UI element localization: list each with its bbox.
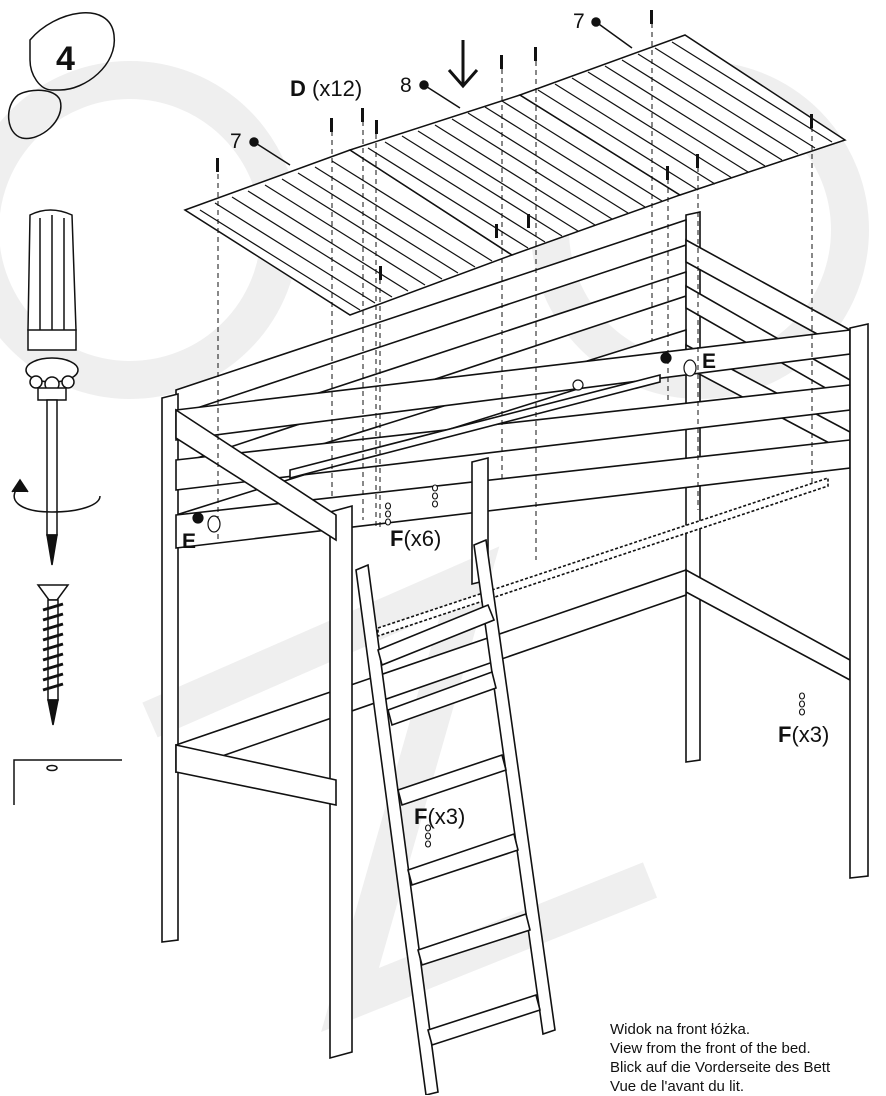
screw-icon: [36, 584, 70, 726]
slats: [199, 41, 833, 311]
fitting-f-markers: [384, 484, 806, 848]
label-f1-count: (x6): [403, 526, 442, 551]
bed-frame: [161, 211, 869, 1060]
label-f-x6: F(x6): [390, 526, 441, 552]
label-d-letter: D: [290, 76, 306, 101]
screw-markers: [216, 10, 813, 280]
label-slat-7-right: 7: [573, 10, 585, 33]
label-f1-letter: F: [390, 526, 404, 551]
label-e-left: E: [182, 530, 197, 553]
label-f3-letter: F: [414, 804, 428, 829]
label-d-count: (x12): [312, 76, 363, 101]
label-f-x3-right: F(x3): [778, 722, 829, 748]
caption-en: View from the front of the bed.: [610, 1040, 811, 1057]
caption-pl: Widok na front łóżka.: [610, 1021, 751, 1038]
label-slat-7-left: 7: [230, 130, 242, 153]
corner-hole-icon: [13, 759, 122, 805]
label-slat-8: 8: [400, 74, 412, 97]
rotation-arrow-icon: [11, 478, 101, 513]
step-number: 4: [56, 40, 75, 78]
label-f2-count: (x3): [791, 722, 830, 747]
label-f2-letter: F: [778, 722, 792, 747]
label-d: D (x12): [290, 76, 362, 102]
label-f-x3-ladder: F(x3): [414, 804, 465, 830]
screwdriver-icon: [25, 209, 79, 566]
caption-fr: Vue de l'avant du lit.: [610, 1078, 745, 1095]
caption-de: Blick auf die Vorderseite des Bett: [610, 1059, 831, 1076]
ladder: [355, 538, 556, 1095]
callout-leaders: [249, 17, 633, 166]
screw-guides: [217, 14, 813, 560]
view-caption: Widok na front łóżka. View from the fron…: [610, 1020, 830, 1096]
footprint-icon: [8, 12, 115, 140]
fitting-e-markers: [192, 352, 697, 533]
label-e-right: E: [702, 350, 717, 373]
down-arrow-icon: [447, 40, 479, 89]
label-f3-count: (x3): [427, 804, 466, 829]
